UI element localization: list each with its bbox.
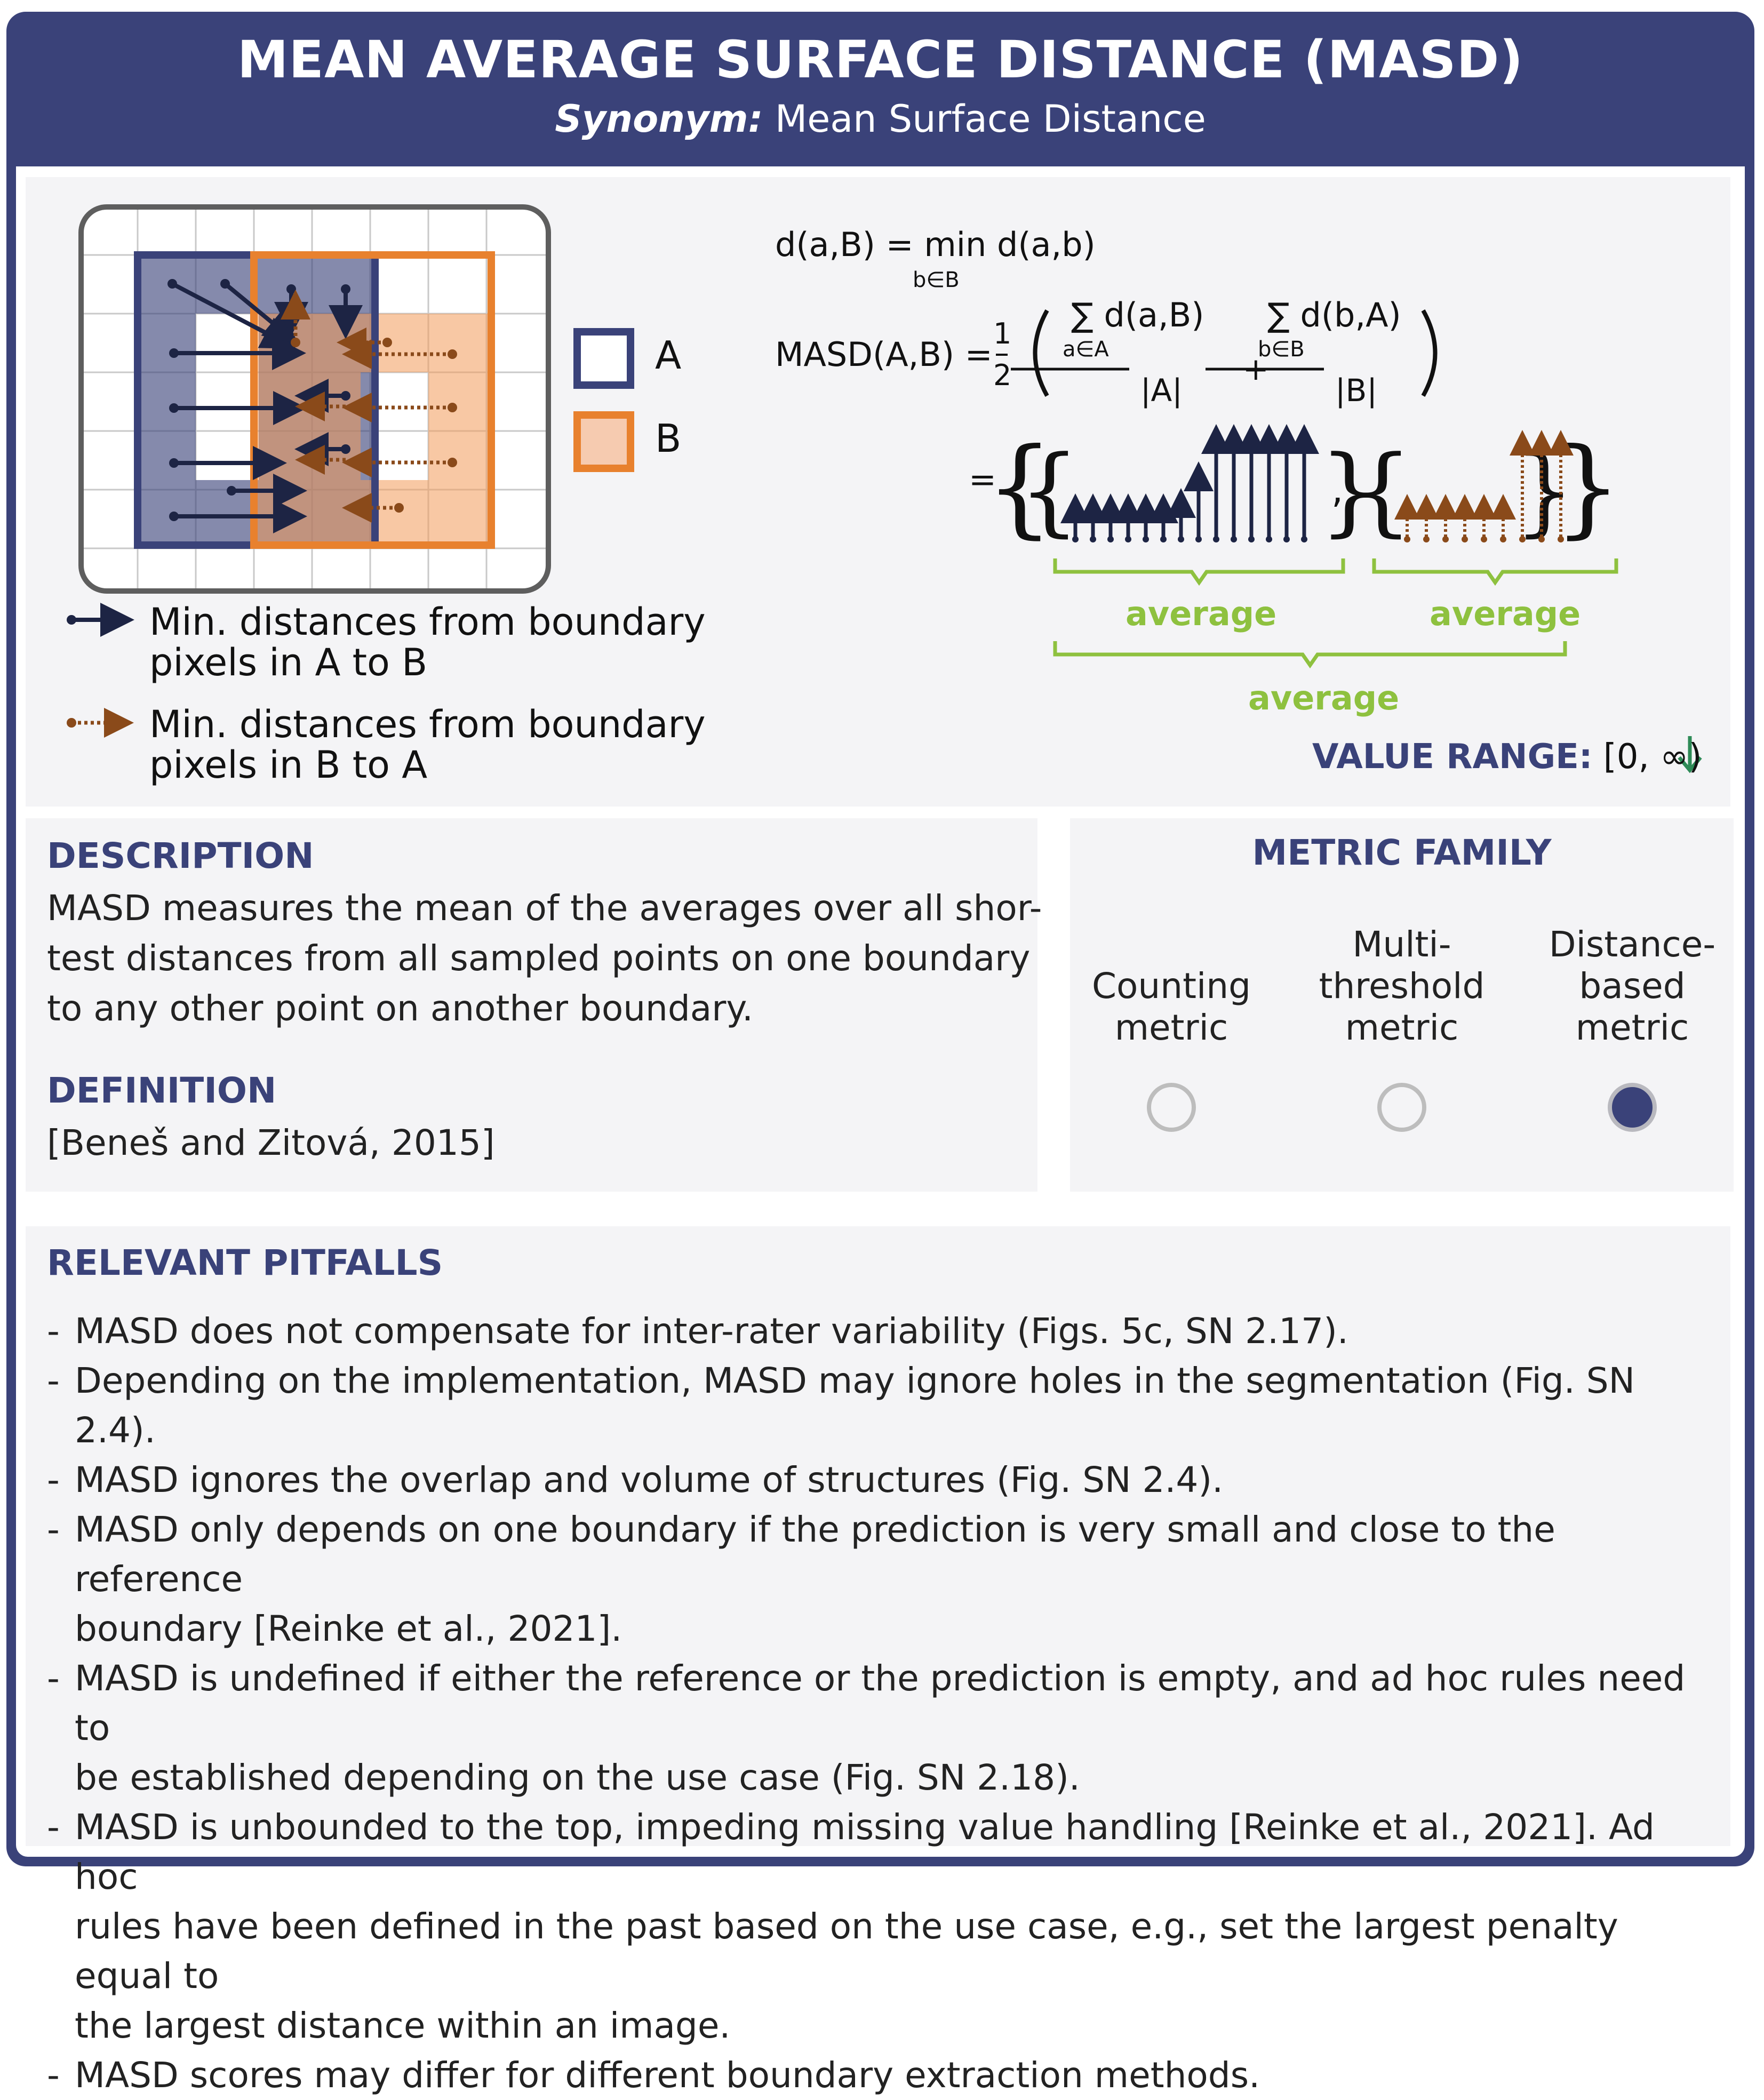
radio-counting-metric[interactable] — [1147, 1083, 1196, 1132]
legend-a-to-b: Min. distances from boundary pixels in A… — [149, 600, 706, 684]
content-area: { } { } { } , — [16, 166, 1745, 2100]
family-label-multi-threshold: Multi- threshold metric — [1319, 924, 1485, 1048]
formula-sum-a-den: |A| — [1140, 372, 1183, 409]
header: MEAN AVERAGE SURFACE DISTANCE (MASD) Syn… — [6, 12, 1754, 166]
formula-min-sub: b∈B — [913, 268, 960, 292]
metric-family-title: METRIC FAMILY — [1252, 832, 1552, 873]
value-range: VALUE RANGE: [0, ∞) — [1312, 737, 1702, 777]
illustration-svg: { } { } { } , — [67, 204, 1702, 773]
family-label-distance-based: Distance- based metric — [1549, 924, 1716, 1048]
synonym-label: Synonym: — [555, 97, 763, 141]
pitfall-item: MASD scores may differ for different bou… — [47, 2050, 1711, 2100]
description-panel: DESCRIPTION MASD measures the mean of th… — [26, 818, 1042, 1192]
set-b-arrows — [1394, 430, 1574, 537]
metric-family-panel: METRIC FAMILY Counting metric Multi- thr… — [1070, 818, 1734, 1192]
average-total-label: average — [1248, 678, 1400, 717]
formula-min-distance: d(a,B) = min d(a,b) — [775, 225, 1096, 264]
average-brackets — [1053, 558, 1618, 669]
svg-text:{: { — [986, 425, 1053, 549]
pitfall-item: MASD only depends on one boundary if the… — [47, 1505, 1711, 1654]
svg-text:}: } — [1319, 435, 1380, 547]
average-right-label: average — [1430, 594, 1581, 633]
formula-half-den: 2 — [993, 358, 1012, 392]
label-b: B — [655, 416, 682, 461]
pitfall-item: MASD does not compensate for inter-rater… — [47, 1306, 1711, 1356]
synonym-value: Mean Surface Distance — [775, 97, 1206, 141]
svg-text:,: , — [1331, 468, 1343, 512]
legend-b-to-a: Min. distances from boundary pixels in B… — [149, 702, 706, 787]
value-range-label: VALUE RANGE: — [1312, 737, 1593, 777]
card-frame: MEAN AVERAGE SURFACE DISTANCE (MASD) Syn… — [6, 12, 1754, 2100]
definition-citation: [Beneš and Zitová, 2015] — [47, 1122, 495, 1163]
average-left-label: average — [1126, 594, 1277, 633]
subtitle: Synonym: Mean Surface Distance — [6, 97, 1754, 141]
description-text: MASD measures the mean of the averages o… — [47, 888, 1042, 1029]
pitfalls-title: RELEVANT PITFALLS — [47, 1242, 443, 1283]
svg-text:{: { — [1352, 435, 1413, 547]
formula-plus: + — [1243, 351, 1269, 387]
pitfall-item: MASD is unbounded to the top, impeding m… — [47, 1802, 1711, 2050]
pitfall-item: MASD is undefined if either the referenc… — [47, 1654, 1711, 1802]
formula-equals: = — [969, 460, 996, 499]
formula-sum-b-sub: b∈B — [1258, 337, 1305, 362]
set-a-arrows — [1060, 424, 1319, 537]
page-title: MEAN AVERAGE SURFACE DISTANCE (MASD) — [237, 30, 1524, 90]
legend-arrow-brown — [67, 708, 134, 738]
legend-swatch-a — [573, 328, 634, 389]
formula-sum-b-num: ∑ d(b,A) — [1267, 296, 1401, 334]
illustration-panel: { } { } { } , — [26, 177, 1730, 807]
formula-sum-a-num: ∑ d(a,B) — [1071, 296, 1204, 334]
pitfall-item: Depending on the implementation, MASD ma… — [47, 1356, 1711, 1455]
formula-sum-a-sub: a∈A — [1063, 337, 1109, 362]
description-title: DESCRIPTION — [47, 835, 314, 876]
grid-diagram — [78, 204, 551, 594]
formula-sum-b-den: |B| — [1335, 372, 1377, 409]
arrow-down-icon — [1678, 736, 1702, 773]
pitfalls-list: MASD does not compensate for inter-rater… — [47, 1306, 1711, 2100]
radio-multi-threshold-metric[interactable] — [1377, 1083, 1426, 1132]
pitfall-item: MASD ignores the overlap and volume of s… — [47, 1455, 1711, 1505]
formula-masd-lhs: MASD(A,B) = — [775, 335, 993, 374]
family-label-counting: Counting metric — [1091, 965, 1251, 1048]
formula-half-num: 1 — [993, 317, 1012, 350]
value-range-value: [0, ∞) — [1603, 737, 1702, 777]
legend-swatch-b — [573, 411, 634, 472]
legend-arrow-dark — [67, 603, 134, 637]
label-a: A — [655, 333, 682, 378]
svg-text:{: { — [1019, 435, 1080, 547]
radio-distance-based-metric[interactable] — [1608, 1083, 1657, 1132]
definition-title: DEFINITION — [47, 1070, 277, 1111]
pitfalls-panel: RELEVANT PITFALLS MASD does not compensa… — [26, 1226, 1730, 2100]
